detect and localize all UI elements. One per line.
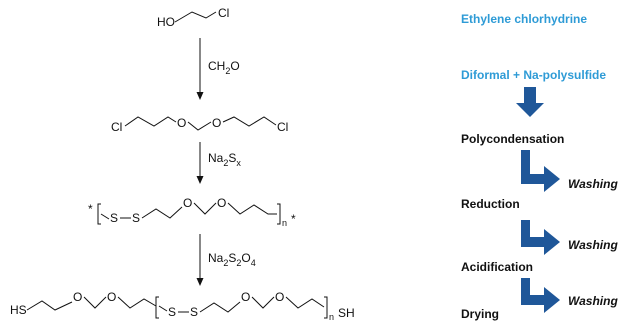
formal-ch2-bond xyxy=(187,121,212,131)
thiol-chain-1 xyxy=(26,300,73,311)
polymer-o2: O xyxy=(217,196,226,210)
formal-right-bond xyxy=(222,116,277,127)
step-washing-2: Washing xyxy=(568,238,618,252)
thiol-ch2-bond-2 xyxy=(251,296,275,309)
polymer-s2: S xyxy=(132,211,140,225)
polymer-star-right: * xyxy=(291,212,296,226)
thiol-o3: O xyxy=(241,290,250,304)
thiol-s2: S xyxy=(190,305,198,319)
thiol-o4: O xyxy=(275,290,284,304)
reaction-arrow-2-head xyxy=(196,176,204,184)
step-polycondensation: Polycondensation xyxy=(461,132,565,146)
thiol-chain-4 xyxy=(285,296,325,309)
step-acidification: Acidification xyxy=(461,260,534,274)
step-washing-3: Washing xyxy=(568,294,618,308)
step-reduction: Reduction xyxy=(461,197,520,211)
thiol-sh-right: SH xyxy=(338,306,355,320)
reaction-arrow-1-head xyxy=(196,92,204,100)
polymer-bracket-right xyxy=(277,203,281,225)
start-cl-label: Cl xyxy=(218,6,229,20)
thiol-o1: O xyxy=(73,290,82,304)
thiol-chain-2 xyxy=(117,296,157,309)
formal-o2: O xyxy=(212,116,221,130)
reaction-scheme: HO Cl CH2O Cl O O Cl Na2Sx * S S O O n *… xyxy=(10,6,355,322)
flow-bent-arrow-1 xyxy=(521,150,560,192)
reaction-arrow-3-head xyxy=(196,278,204,286)
flow-down-arrow xyxy=(516,87,544,117)
thiol-bond-a xyxy=(158,305,168,312)
formal-left-bond xyxy=(124,116,177,127)
flow-bent-arrow-3 xyxy=(521,278,560,313)
reagent-na2s2o4: Na2S2O4 xyxy=(208,251,256,268)
thiol-bracket-right xyxy=(324,296,328,319)
polymer-star-left: * xyxy=(88,202,93,216)
step-drying: Drying xyxy=(461,307,500,321)
polymer-bond-a xyxy=(100,213,110,220)
polymer-chain-1 xyxy=(141,206,183,219)
polymer-s1: S xyxy=(110,211,118,225)
polymer-ch2-bond xyxy=(193,202,217,215)
thiol-repeat-n: n xyxy=(329,312,334,322)
polymer-chain-2 xyxy=(227,202,277,215)
thiol-bracket-left xyxy=(155,296,159,319)
reagent-ch2o: CH2O xyxy=(208,59,240,76)
thiol-ch2-bond-1 xyxy=(83,296,107,309)
flow-reagents: Diformal + Na-polysulfide xyxy=(461,68,607,82)
thiol-s1: S xyxy=(168,305,176,319)
formal-cl-left: Cl xyxy=(111,120,122,134)
thiol-hs-left: HS xyxy=(10,303,27,317)
formal-cl-right: Cl xyxy=(277,120,288,134)
formal-o1: O xyxy=(177,116,186,130)
step-washing-1: Washing xyxy=(568,177,618,191)
polymer-o1: O xyxy=(183,196,192,210)
reagent-na2sx: Na2Sx xyxy=(208,151,241,168)
flow-bent-arrow-2 xyxy=(521,220,560,255)
polymer-repeat-n: n xyxy=(282,218,287,228)
start-chain-bond xyxy=(174,11,217,23)
flow-title: Ethylene chlorhydrine xyxy=(461,12,588,26)
polymer-bracket-left xyxy=(97,203,101,225)
thiol-o2: O xyxy=(107,290,116,304)
start-ho-label: HO xyxy=(157,15,175,29)
thiol-chain-3 xyxy=(199,301,241,313)
